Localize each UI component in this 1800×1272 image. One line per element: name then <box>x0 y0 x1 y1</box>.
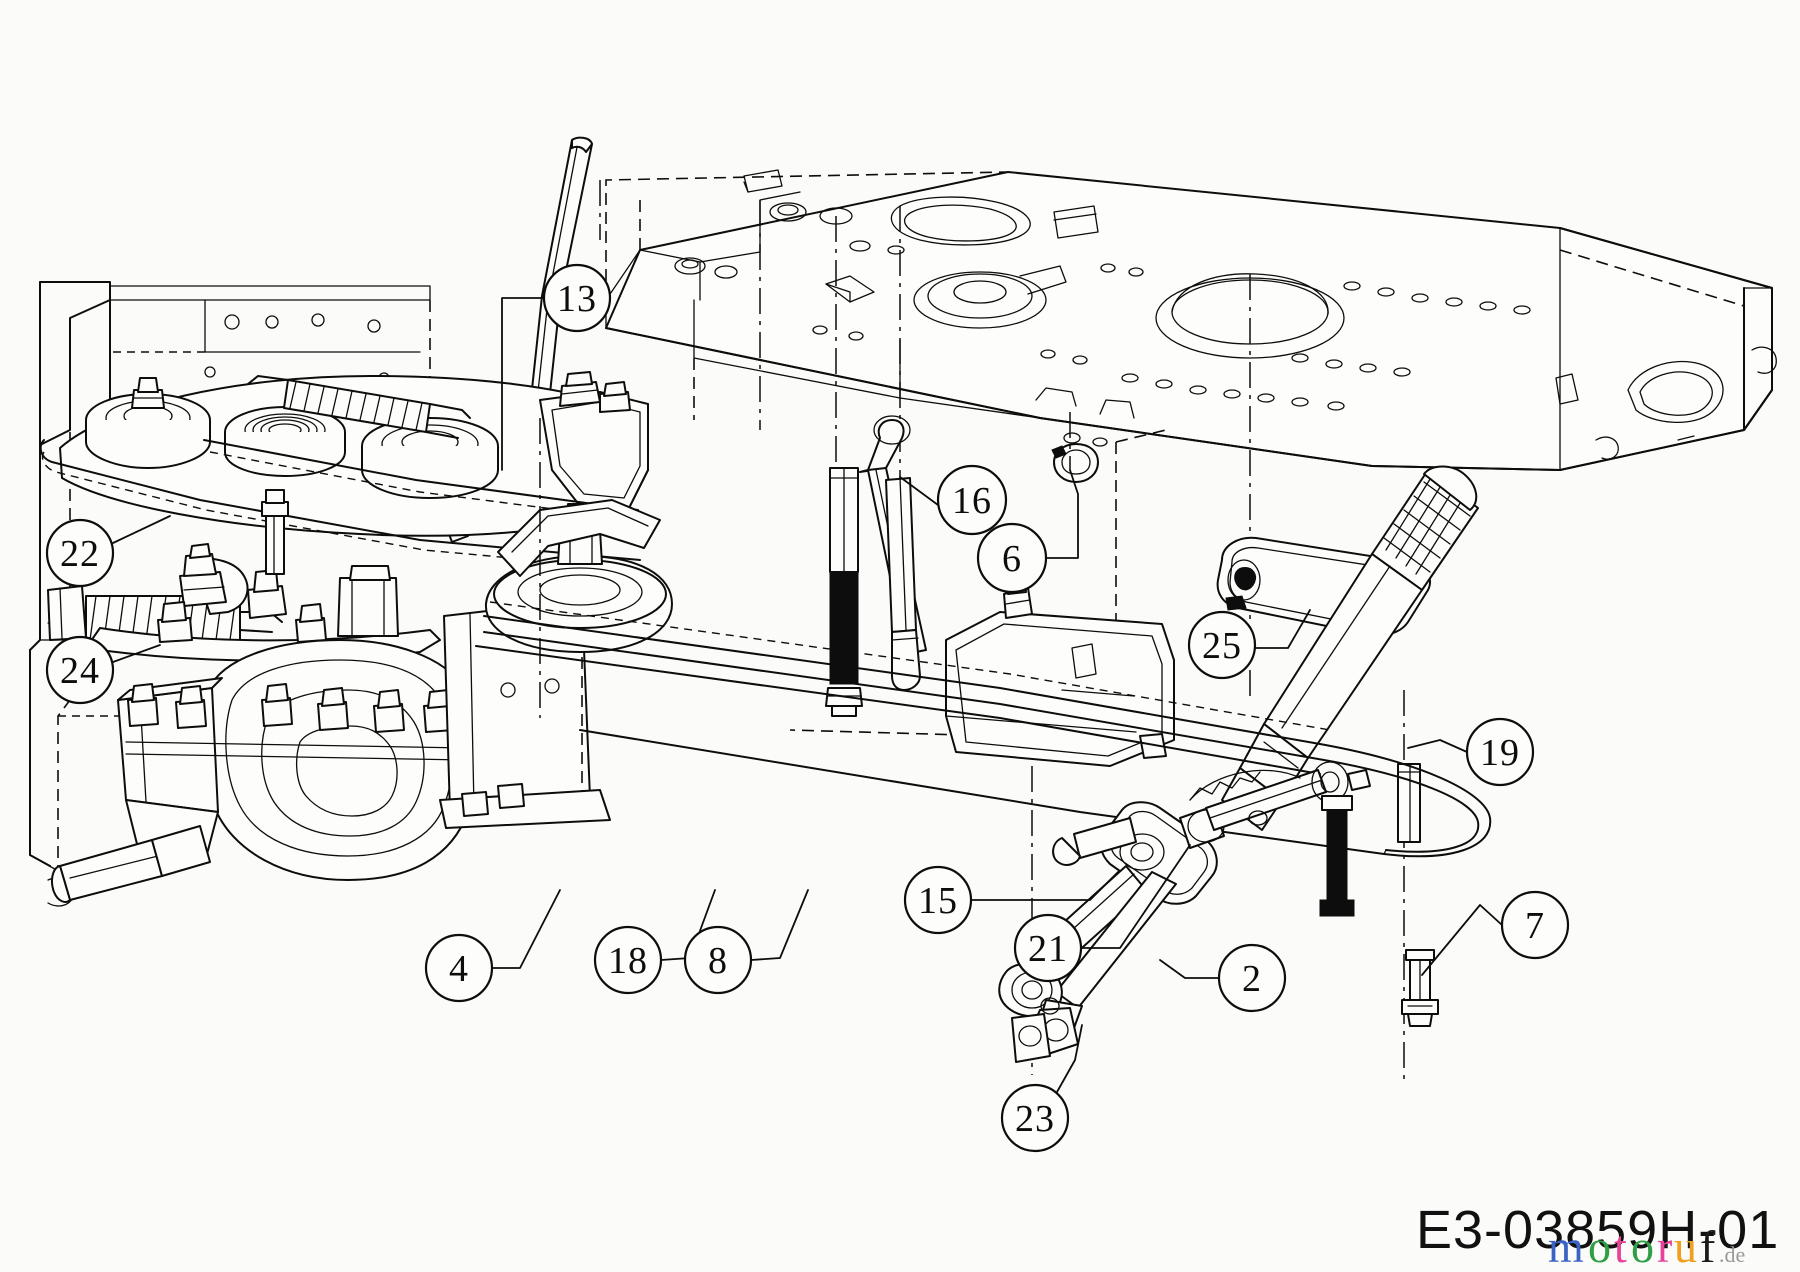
callout-7[interactable]: 7 <box>1421 890 1570 976</box>
callout-label-18: 18 <box>608 940 648 982</box>
callout-circle-13[interactable] <box>542 263 612 333</box>
callout-15[interactable]: 15 <box>903 865 1119 935</box>
watermark-letter-6: f <box>1700 1221 1716 1272</box>
watermark-suffix: .de <box>1719 1242 1745 1267</box>
callout-circle-2[interactable] <box>1217 943 1287 1013</box>
callout-leader-25 <box>1254 609 1311 649</box>
callout-label-13: 13 <box>557 278 597 320</box>
pin-19 <box>1397 763 1421 843</box>
callout-22[interactable]: 22 <box>45 515 171 588</box>
callout-circle-7[interactable] <box>1500 890 1570 960</box>
callout-label-25: 25 <box>1202 625 1242 667</box>
callout-label-4: 4 <box>449 948 469 990</box>
callout-21[interactable]: 21 <box>1013 844 1191 983</box>
callout-circle-22[interactable] <box>45 518 115 588</box>
callout-circle-23[interactable] <box>1000 1083 1070 1153</box>
callout-leader-22 <box>112 515 171 544</box>
callout-8[interactable]: 8 <box>683 889 809 995</box>
watermark-letter-3: o <box>1631 1221 1654 1272</box>
callout-label-23: 23 <box>1015 1098 1055 1140</box>
callout-circle-6[interactable] <box>976 522 1048 594</box>
callout-6[interactable]: 6 <box>976 469 1079 594</box>
callout-circle-24[interactable] <box>45 635 115 705</box>
watermark-letter-2: t <box>1614 1221 1627 1272</box>
callout-leader-4 <box>491 889 561 969</box>
drive-belt <box>475 601 1492 858</box>
part-number-text: E3-03859H-01 <box>1416 1200 1779 1260</box>
callout-circle-18[interactable] <box>593 925 663 995</box>
callout-circle-4[interactable] <box>424 933 494 1003</box>
callout-leader-6 <box>1045 469 1079 559</box>
drag-link-assembly <box>998 761 1371 1063</box>
watermark-letter-0: m <box>1548 1221 1584 1272</box>
callout-label-7: 7 <box>1525 905 1545 947</box>
callout-16[interactable]: 16 <box>899 464 1008 536</box>
watermark-letter-1: o <box>1588 1221 1611 1272</box>
callout-leader-21 <box>1080 844 1191 949</box>
upper-pulley-plate <box>39 371 649 571</box>
callout-leader-24 <box>112 644 161 663</box>
callout-19[interactable]: 19 <box>1407 717 1535 787</box>
callout-circle-8[interactable] <box>683 925 753 995</box>
callout-layer[interactable]: 13 22 166 25 24 19 15 21 4 18 8 7 2 23 <box>45 263 1570 1153</box>
callout-leader-8 <box>750 889 809 961</box>
callout-leader-16 <box>899 476 939 506</box>
callout-circle-25[interactable] <box>1187 610 1257 680</box>
latch-bracket-plate <box>945 577 1175 767</box>
callout-25[interactable]: 25 <box>1187 609 1311 680</box>
callout-leader-15 <box>970 871 1119 901</box>
callout-13[interactable]: 13 <box>501 263 612 471</box>
callout-label-6: 6 <box>1002 538 1022 580</box>
callout-circle-16[interactable] <box>936 464 1008 536</box>
callout-4[interactable]: 4 <box>424 889 561 1003</box>
callout-leader-19 <box>1407 739 1468 753</box>
callout-label-24: 24 <box>60 650 100 692</box>
callout-23[interactable]: 23 <box>1000 1024 1083 1153</box>
callout-label-16: 16 <box>952 480 992 522</box>
callout-label-19: 19 <box>1480 732 1520 774</box>
callout-24[interactable]: 24 <box>45 635 161 705</box>
left-frame-panel <box>29 281 470 907</box>
watermark-letter-4: r <box>1657 1221 1672 1272</box>
center-idler-pulley <box>484 499 673 653</box>
callout-circle-21[interactable] <box>1013 913 1083 983</box>
callout-leader-23 <box>1056 1024 1083 1093</box>
callout-leader-7 <box>1421 904 1503 976</box>
transaxle-bolts <box>127 683 455 733</box>
main-chassis-deck <box>579 169 1777 483</box>
callout-circle-15[interactable] <box>903 865 973 935</box>
callout-label-2: 2 <box>1242 958 1262 1000</box>
callout-2[interactable]: 2 <box>1159 943 1287 1013</box>
callout-label-8: 8 <box>708 940 728 982</box>
callout-leader-2 <box>1159 959 1220 979</box>
callout-leader-13 <box>501 297 545 471</box>
spring-link-24 <box>47 543 441 662</box>
callout-18[interactable]: 18 <box>593 889 716 995</box>
watermark-letter-5: u <box>1674 1221 1697 1272</box>
callout-label-22: 22 <box>60 533 100 575</box>
screw-7 <box>1401 949 1439 1027</box>
callout-label-15: 15 <box>918 880 958 922</box>
callout-label-21: 21 <box>1028 928 1068 970</box>
callout-circle-19[interactable] <box>1465 717 1535 787</box>
transaxle-assembly <box>51 489 611 903</box>
